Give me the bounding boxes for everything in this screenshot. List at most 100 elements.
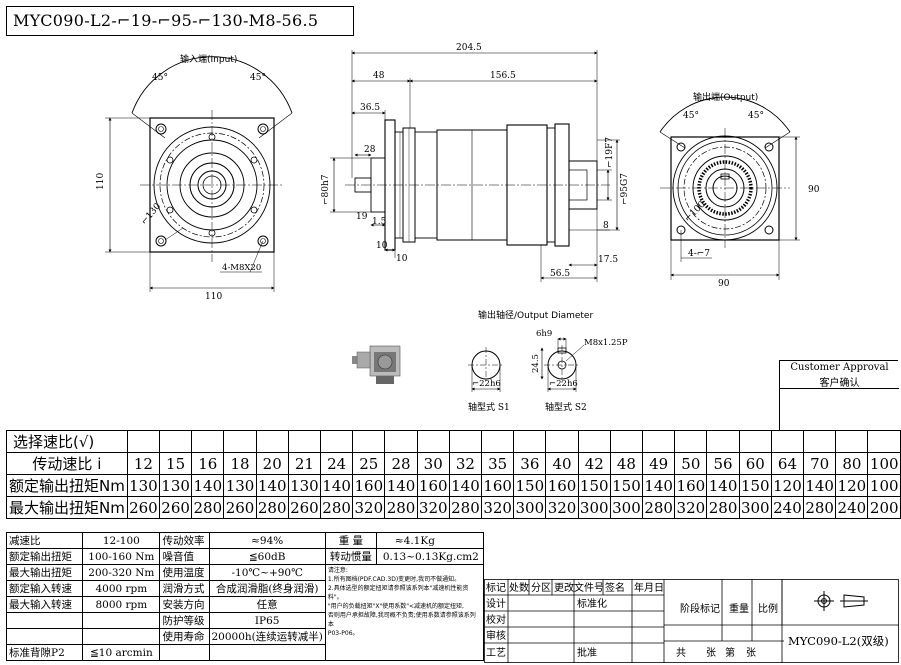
output-angle-left: 45° bbox=[683, 111, 699, 121]
max-torque-value: 260 bbox=[158, 496, 193, 519]
select-cell[interactable] bbox=[674, 430, 708, 453]
note-line: "用户的负载扭矩"X"使用系数"<减速机的额定扭矩, bbox=[327, 603, 464, 610]
shaft-s1-dim: ⌐22h6 bbox=[472, 379, 501, 389]
select-cell[interactable] bbox=[158, 430, 193, 453]
tb-standardize: 标准化 bbox=[577, 597, 607, 610]
spec-row: 标准背隙P2 ≦10 arcmin bbox=[5, 644, 484, 661]
ratio-value: 20 bbox=[255, 452, 289, 475]
rated-torque-value: 100 bbox=[867, 474, 901, 497]
approval-label-cn: 客户确认 bbox=[819, 378, 860, 389]
ratio-value: 48 bbox=[609, 452, 644, 475]
select-cell[interactable] bbox=[803, 430, 837, 453]
spec-value bbox=[82, 628, 161, 645]
ratio-value: 64 bbox=[770, 452, 805, 475]
max-torque-value: 260 bbox=[223, 496, 257, 519]
rated-torque-value: 160 bbox=[545, 474, 579, 497]
ratio-value: 35 bbox=[481, 452, 515, 475]
shaft-s2-thread: M8x1.25P bbox=[584, 338, 628, 348]
select-cell[interactable] bbox=[577, 430, 611, 453]
spec-value bbox=[208, 644, 326, 661]
select-cell[interactable] bbox=[738, 430, 772, 453]
select-cell[interactable] bbox=[126, 430, 161, 453]
ratio-value: 24 bbox=[320, 452, 354, 475]
select-cell[interactable] bbox=[481, 430, 515, 453]
select-cell[interactable] bbox=[545, 430, 579, 453]
select-cell[interactable] bbox=[384, 430, 418, 453]
dim-19f7: ⌐19F7 bbox=[605, 137, 615, 168]
spec-value: -10℃~+90℃ bbox=[208, 564, 326, 581]
rated-torque-value: 150 bbox=[513, 474, 547, 497]
technical-drawing: 输入端(Input) 45° 45° 110 110 ⌐130 4-M8X20 bbox=[96, 43, 820, 413]
spec-row: 最大输入转速 8000 rpm 安装方向 任意 bbox=[5, 596, 484, 613]
dim-95: ⌐95G7 bbox=[620, 173, 630, 205]
rated-torque-value: 140 bbox=[448, 474, 483, 497]
weight-value: ≈4.1Kg bbox=[394, 535, 435, 547]
select-cell[interactable] bbox=[416, 430, 450, 453]
max-torque-value: 240 bbox=[770, 496, 805, 519]
spec-value: 任意 bbox=[208, 596, 326, 613]
tb-change-doc: 更改文件号 bbox=[554, 581, 604, 594]
ratio-value: 50 bbox=[674, 452, 708, 475]
spec-value: 4000 rpm bbox=[82, 580, 161, 597]
max-torque-value: 320 bbox=[352, 496, 386, 519]
input-flange-view bbox=[105, 56, 293, 292]
spec-key: 最大输出扭矩 bbox=[5, 564, 84, 581]
output-angle-right: 45° bbox=[748, 111, 764, 121]
select-cell[interactable] bbox=[609, 430, 644, 453]
ratio-value: 16 bbox=[191, 452, 225, 475]
select-cell[interactable] bbox=[513, 430, 547, 453]
spec-value: 20000h(连续运转减半) bbox=[208, 628, 326, 645]
select-cell[interactable] bbox=[642, 430, 676, 453]
select-cell[interactable] bbox=[770, 430, 805, 453]
rated-torque-value: 130 bbox=[158, 474, 193, 497]
spec-key bbox=[5, 628, 84, 645]
max-torque-value: 280 bbox=[706, 496, 740, 519]
ratio-value: 28 bbox=[384, 452, 418, 475]
spec-key bbox=[159, 644, 210, 661]
shaft-s2-height: 24.5 bbox=[531, 354, 541, 373]
output-flange-view bbox=[659, 96, 800, 280]
select-cell[interactable] bbox=[706, 430, 740, 453]
gearbox-product-image bbox=[352, 345, 401, 384]
spec-value: 合成润滑脂(终身润滑) bbox=[208, 580, 326, 597]
select-cell[interactable] bbox=[835, 430, 869, 453]
input-label: 输入端(Input) bbox=[180, 53, 237, 65]
select-cell[interactable] bbox=[255, 430, 289, 453]
dim-48: 48 bbox=[373, 71, 385, 81]
shaft-s2-key: 6h9 bbox=[536, 329, 552, 339]
max-torque-value: 280 bbox=[448, 496, 483, 519]
spec-value: 8000 rpm bbox=[82, 596, 161, 613]
input-angle-right: 45° bbox=[250, 73, 266, 83]
ratio-value: 21 bbox=[287, 452, 322, 475]
select-cell[interactable] bbox=[287, 430, 322, 453]
spec-key: 使用温度 bbox=[159, 564, 210, 581]
tb-design: 设计 bbox=[486, 597, 506, 610]
spec-value: 200-320 Nm bbox=[82, 564, 161, 581]
max-torque-value: 320 bbox=[416, 496, 450, 519]
ratio-value: 49 bbox=[642, 452, 676, 475]
ratio-label: 传动速比 i bbox=[6, 452, 128, 475]
dim-10a: 10 bbox=[376, 241, 388, 251]
input-width-dim: 110 bbox=[205, 292, 222, 302]
max-torque-value: 260 bbox=[126, 496, 161, 519]
select-cell[interactable] bbox=[320, 430, 354, 453]
select-cell[interactable] bbox=[191, 430, 225, 453]
weight-cell: 重 量≈4.1Kg bbox=[324, 532, 485, 549]
select-cell[interactable] bbox=[448, 430, 483, 453]
select-cell[interactable] bbox=[352, 430, 386, 453]
ratio-value: 15 bbox=[158, 452, 193, 475]
tb-scale: 比例 bbox=[758, 602, 778, 615]
select-label: 选择速比(√) bbox=[6, 430, 128, 453]
spec-key: 最大输入转速 bbox=[5, 596, 84, 613]
select-cell[interactable] bbox=[223, 430, 257, 453]
inertia-key: 转动惯量 bbox=[326, 549, 377, 564]
select-cell[interactable] bbox=[867, 430, 901, 453]
spec-key: 额定输出扭矩 bbox=[5, 548, 84, 565]
tb-weight: 重量 bbox=[729, 602, 749, 615]
rated-torque-value: 130 bbox=[223, 474, 257, 497]
max-torque-value: 280 bbox=[255, 496, 289, 519]
